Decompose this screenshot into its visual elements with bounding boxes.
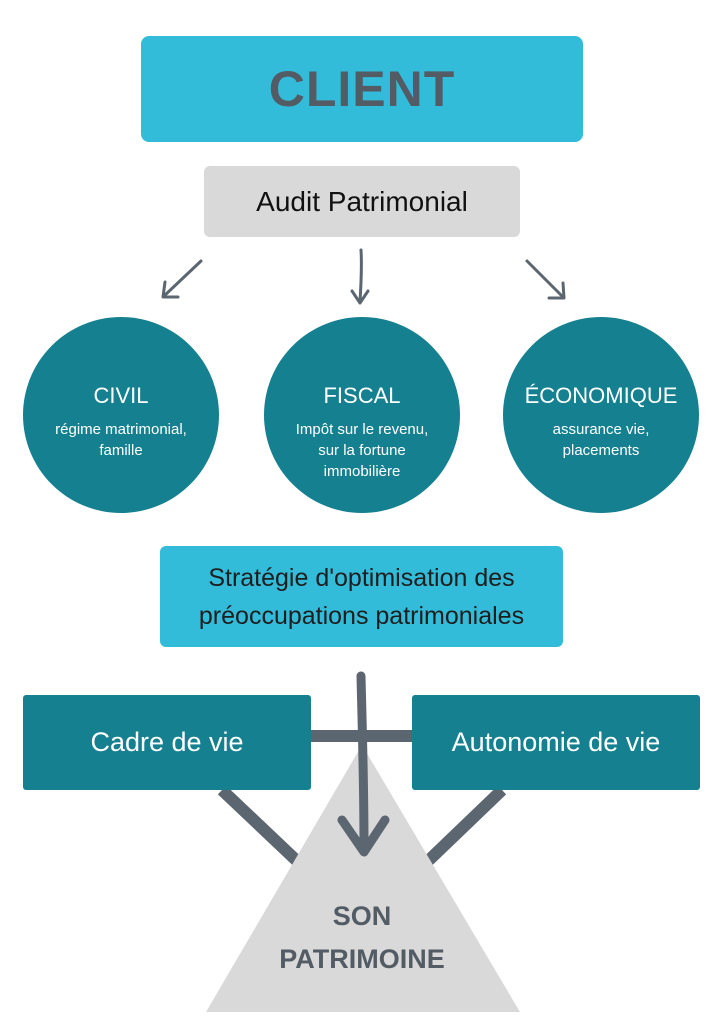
strategy-box: Stratégie d'optimisation des préoccupati…: [160, 546, 563, 647]
arrow-audit-to-civil: [161, 259, 203, 299]
autonomie-de-vie-label: Autonomie de vie: [451, 727, 661, 757]
circle-fiscal-title: FISCAL: [323, 383, 401, 408]
client-label: CLIENT: [268, 61, 456, 117]
connector-right-box-to-triangle: [422, 785, 507, 867]
audit-label: Audit Patrimonial: [256, 185, 468, 217]
circle-civil-subtitle: régime matrimonial, famille: [43, 419, 199, 461]
circle-economique: ÉCONOMIQUE assurance vie, placements: [503, 317, 699, 513]
circle-economique-subtitle: assurance vie, placements: [541, 419, 662, 461]
circle-economique-subtitle-line-1: assurance vie,: [552, 421, 650, 438]
circle-civil: CIVIL régime matrimonial, famille: [23, 317, 219, 513]
arrow-audit-to-economique: [525, 259, 566, 300]
circle-economique-title: ÉCONOMIQUE: [524, 383, 678, 408]
arrow-audit-to-fiscal: [350, 248, 370, 305]
strategy-line-1: Stratégie d'optimisation des: [208, 563, 515, 592]
client-box: CLIENT: [141, 36, 583, 142]
circle-civil-subtitle-line-2: famille: [99, 442, 143, 459]
circle-fiscal-subtitle-line-1: Impôt sur le revenu,: [295, 421, 429, 438]
patrimoine-line-2: PATRIMOINE: [279, 944, 445, 974]
patrimoine-triangle: [206, 745, 520, 1012]
connector-left-box-to-triangle: [217, 785, 303, 867]
patrimoine-label: SON PATRIMOINE: [232, 895, 492, 981]
cadre-de-vie-box: Cadre de vie: [23, 695, 311, 790]
arrow-strategy-to-patrimoine-head: [337, 815, 390, 857]
strategy-line-2: préoccupations patrimoniales: [198, 601, 525, 630]
audit-patrimonial-box: Audit Patrimonial: [204, 166, 520, 237]
circle-economique-subtitle-line-2: placements: [562, 442, 640, 459]
circle-civil-subtitle-line-1: régime matrimonial,: [55, 421, 187, 438]
circle-fiscal-subtitle-line-2: sur la fortune: [318, 442, 406, 459]
circle-fiscal-subtitle: Impôt sur le revenu, sur la fortune immo…: [284, 419, 441, 482]
cadre-de-vie-label: Cadre de vie: [90, 727, 244, 757]
circle-civil-title: CIVIL: [93, 383, 149, 408]
arrow-strategy-to-patrimoine: [356, 671, 369, 853]
autonomie-de-vie-box: Autonomie de vie: [412, 695, 700, 790]
circle-fiscal: FISCAL Impôt sur le revenu, sur la fortu…: [264, 317, 460, 513]
patrimoine-line-1: SON: [332, 901, 392, 931]
circle-fiscal-subtitle-line-3: immobilière: [323, 463, 401, 480]
